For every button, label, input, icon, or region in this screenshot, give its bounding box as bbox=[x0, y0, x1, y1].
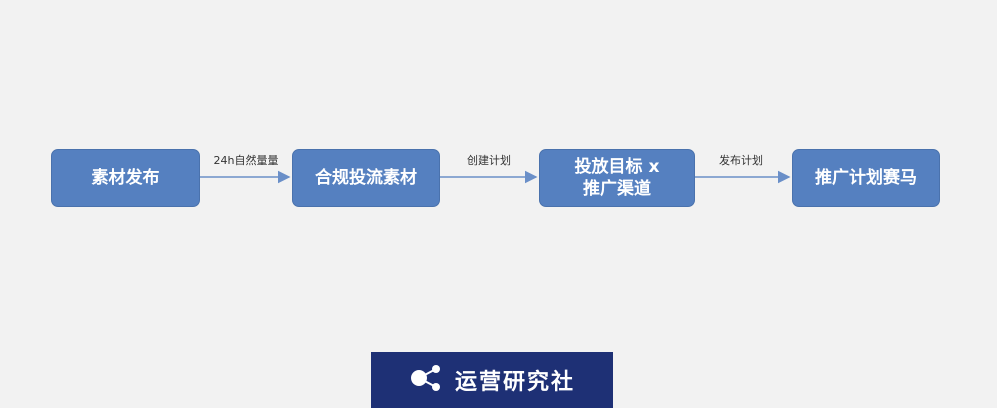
node-label: 推广计划赛马 bbox=[815, 168, 917, 188]
node-label: 素材发布 bbox=[91, 168, 160, 188]
flow-node-plan-race: 推广计划赛马 bbox=[792, 149, 940, 207]
node-label: 合规投流素材 bbox=[315, 168, 417, 188]
edge-label: 24h自然量量 bbox=[213, 154, 279, 167]
brand-banner: 运营研究社 bbox=[371, 352, 613, 408]
edge-label: 创建计划 bbox=[467, 154, 511, 167]
flow-node-compliant-material: 合规投流素材 bbox=[292, 149, 440, 207]
brand-name: 运营研究社 bbox=[454, 370, 575, 395]
edge-label: 发布计划 bbox=[719, 154, 763, 167]
flow-node-target-channel: 投放目标 x 推广渠道 bbox=[539, 149, 695, 207]
flow-node-material-publish: 素材发布 bbox=[51, 149, 200, 207]
node-label-line-2: 推广渠道 bbox=[583, 179, 651, 199]
node-label-line-1: 投放目标 x bbox=[574, 157, 660, 177]
molecule-dots-icon bbox=[409, 363, 443, 397]
